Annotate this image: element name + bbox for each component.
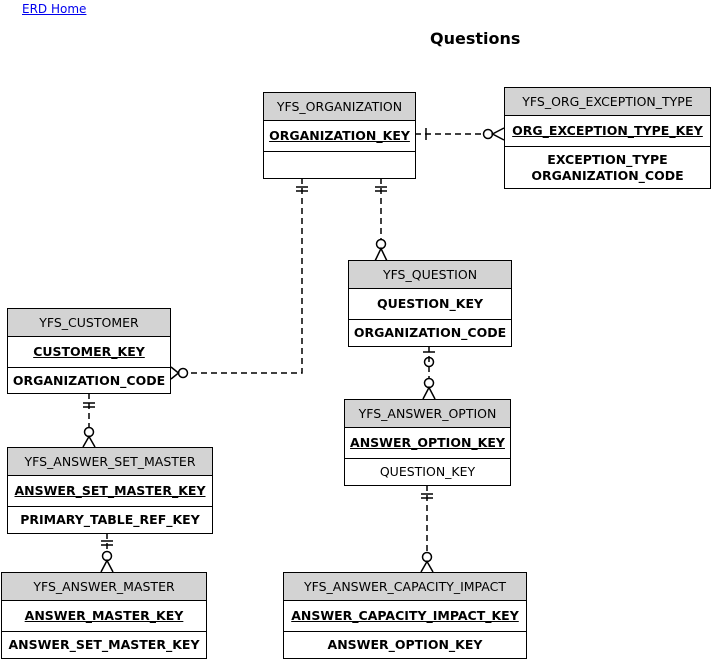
attribute: ANSWER_OPTION_KEY	[327, 637, 483, 652]
primary-key: ANSWER_CAPACITY_IMPACT_KEY	[284, 601, 526, 632]
primary-key: ORG_EXCEPTION_TYPE_KEY	[505, 116, 710, 147]
rel-answer-option-answer-capacity-impact	[420, 485, 434, 573]
attribute-list: ORGANIZATION_CODE	[349, 320, 511, 346]
entity-yfs-customer[interactable]: YFS_CUSTOMER CUSTOMER_KEY ORGANIZATION_C…	[7, 308, 171, 394]
rel-organization-question	[374, 178, 388, 262]
rel-customer-answer-set-master	[82, 393, 96, 448]
entity-yfs-answer-capacity-impact[interactable]: YFS_ANSWER_CAPACITY_IMPACT ANSWER_CAPACI…	[283, 572, 527, 659]
entity-name: YFS_ANSWER_OPTION	[345, 400, 510, 428]
entity-yfs-answer-master[interactable]: YFS_ANSWER_MASTER ANSWER_MASTER_KEY ANSW…	[1, 572, 207, 659]
primary-key: ANSWER_SET_MASTER_KEY	[8, 476, 212, 507]
attribute-list: QUESTION_KEY	[345, 459, 510, 485]
attribute-list: ANSWER_SET_MASTER_KEY	[2, 632, 206, 658]
entity-yfs-answer-option[interactable]: YFS_ANSWER_OPTION ANSWER_OPTION_KEY QUES…	[344, 399, 511, 486]
entity-name: YFS_ORGANIZATION	[264, 93, 415, 121]
entity-yfs-org-exception-type[interactable]: YFS_ORG_EXCEPTION_TYPE ORG_EXCEPTION_TYP…	[504, 87, 711, 189]
primary-key: ANSWER_OPTION_KEY	[345, 428, 510, 459]
entity-name: YFS_ORG_EXCEPTION_TYPE	[505, 88, 710, 116]
erd-home-link[interactable]: ERD Home	[22, 2, 87, 16]
attribute: ORGANIZATION_CODE	[353, 325, 507, 340]
page-title: Questions	[430, 29, 521, 48]
attribute: ANSWER_SET_MASTER_KEY	[8, 637, 200, 652]
rel-organization-customer	[170, 178, 308, 380]
attribute-list: EXCEPTION_TYPE ORGANIZATION_CODE	[505, 147, 710, 188]
primary-key: QUESTION_KEY	[349, 289, 511, 320]
attribute: PRIMARY_TABLE_REF_KEY	[20, 512, 200, 527]
rel-organization-org-exception-type	[415, 127, 505, 141]
attribute-list: ANSWER_OPTION_KEY	[284, 632, 526, 658]
primary-key: ANSWER_MASTER_KEY	[2, 601, 206, 632]
attribute: ORGANIZATION_CODE	[12, 372, 166, 388]
attribute-list: PRIMARY_TABLE_REF_KEY	[8, 507, 212, 533]
attribute-list: ORGANIZATION_CODE	[8, 368, 170, 393]
primary-key: CUSTOMER_KEY	[8, 337, 170, 368]
entity-name: YFS_ANSWER_MASTER	[2, 573, 206, 601]
primary-key: ORGANIZATION_KEY	[264, 121, 415, 152]
entity-yfs-answer-set-master[interactable]: YFS_ANSWER_SET_MASTER ANSWER_SET_MASTER_…	[7, 447, 213, 534]
entity-name: YFS_QUESTION	[349, 261, 511, 289]
entity-name: YFS_CUSTOMER	[8, 309, 170, 337]
entity-yfs-organization[interactable]: YFS_ORGANIZATION ORGANIZATION_KEY	[263, 92, 416, 179]
attribute: EXCEPTION_TYPE	[547, 151, 668, 167]
attribute-list	[264, 152, 415, 178]
rel-question-answer-option	[422, 346, 436, 400]
rel-answer-set-master-answer-master	[100, 533, 114, 573]
entity-name: YFS_ANSWER_CAPACITY_IMPACT	[284, 573, 526, 601]
attribute: ORGANIZATION_CODE	[531, 167, 684, 183]
entity-yfs-question[interactable]: YFS_QUESTION QUESTION_KEY ORGANIZATION_C…	[348, 260, 512, 347]
entity-name: YFS_ANSWER_SET_MASTER	[8, 448, 212, 476]
attribute: QUESTION_KEY	[379, 464, 476, 479]
